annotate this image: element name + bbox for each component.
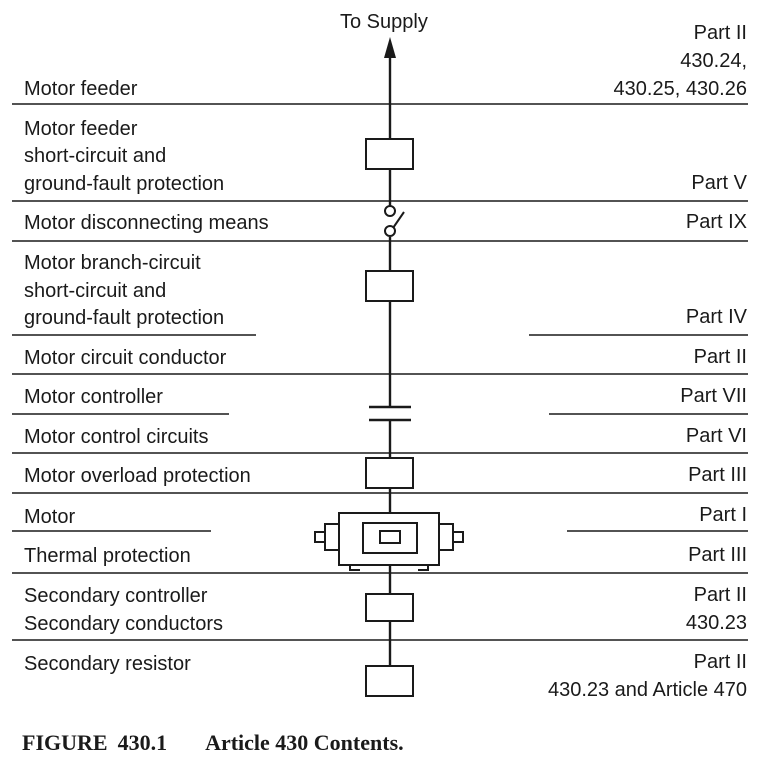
caption-title: Article 430 Contents. bbox=[205, 730, 404, 755]
secondary-controller-label: Secondary controller bbox=[24, 585, 208, 607]
motor-label: Motor bbox=[24, 506, 76, 528]
motor-controller-part: Part VII bbox=[680, 385, 747, 407]
motor-feeder-section-1: 430.24, bbox=[680, 50, 747, 72]
supply-arrow-icon bbox=[384, 37, 396, 58]
circuit-conductor-label: Motor circuit conductor bbox=[24, 347, 227, 369]
caption-label: FIGURE bbox=[22, 730, 108, 755]
disconnecting-means-label: Motor disconnecting means bbox=[24, 212, 269, 234]
control-circuits-part: Part VI bbox=[685, 425, 747, 447]
secondary-resistor-symbol bbox=[365, 665, 414, 697]
separator-lines bbox=[12, 103, 748, 641]
motor-part: Part I bbox=[699, 504, 747, 526]
feeder-protection-label-line1: Motor feeder bbox=[24, 118, 138, 140]
secondary-controller-symbol bbox=[365, 593, 414, 622]
secondary-section: 430.23 bbox=[685, 612, 747, 634]
motor-controller-label: Motor controller bbox=[24, 386, 163, 408]
motor-icon bbox=[314, 512, 464, 571]
overload-protection-symbol bbox=[365, 457, 414, 489]
branch-protection-label-line3: ground-fault protection bbox=[24, 307, 225, 329]
branch-protection-part: Part IV bbox=[685, 306, 747, 328]
feeder-protection-symbol bbox=[365, 138, 414, 170]
feeder-protection-label-line2: short-circuit and bbox=[24, 145, 167, 167]
secondary-conductors-label: Secondary conductors bbox=[24, 613, 224, 635]
to-supply-label: To Supply bbox=[340, 11, 428, 33]
disconnect-switch-icon bbox=[384, 205, 405, 237]
control-circuits-label: Motor control circuits bbox=[24, 426, 209, 448]
caption-number: 430.1 bbox=[117, 730, 168, 755]
thermal-protection-label: Thermal protection bbox=[24, 545, 191, 567]
secondary-resistor-label: Secondary resistor bbox=[24, 653, 191, 675]
overload-protection-label: Motor overload protection bbox=[24, 465, 251, 487]
feeder-protection-part: Part V bbox=[691, 172, 747, 194]
circuit-conductor-part: Part II bbox=[693, 346, 747, 368]
overload-protection-part: Part III bbox=[688, 464, 747, 486]
branch-protection-symbol bbox=[365, 270, 414, 302]
secondary-resistor-part: Part II bbox=[693, 651, 747, 673]
controller-contacts-icon bbox=[369, 405, 411, 422]
motor-feeder-part: Part II bbox=[693, 22, 747, 44]
figure-caption: FIGURE 430.1 Article 430 Contents. bbox=[22, 730, 404, 756]
thermal-protection-part: Part III bbox=[688, 544, 747, 566]
secondary-part: Part II bbox=[693, 584, 747, 606]
branch-protection-label-line1: Motor branch-circuit bbox=[24, 252, 201, 274]
motor-feeder-label: Motor feeder bbox=[24, 78, 138, 100]
feeder-protection-label-line3: ground-fault protection bbox=[24, 173, 225, 195]
branch-protection-label-line2: short-circuit and bbox=[24, 280, 167, 302]
disconnecting-means-part: Part IX bbox=[685, 211, 747, 233]
motor-feeder-section-2: 430.25, 430.26 bbox=[613, 78, 747, 100]
secondary-resistor-section: 430.23 and Article 470 bbox=[547, 679, 747, 701]
